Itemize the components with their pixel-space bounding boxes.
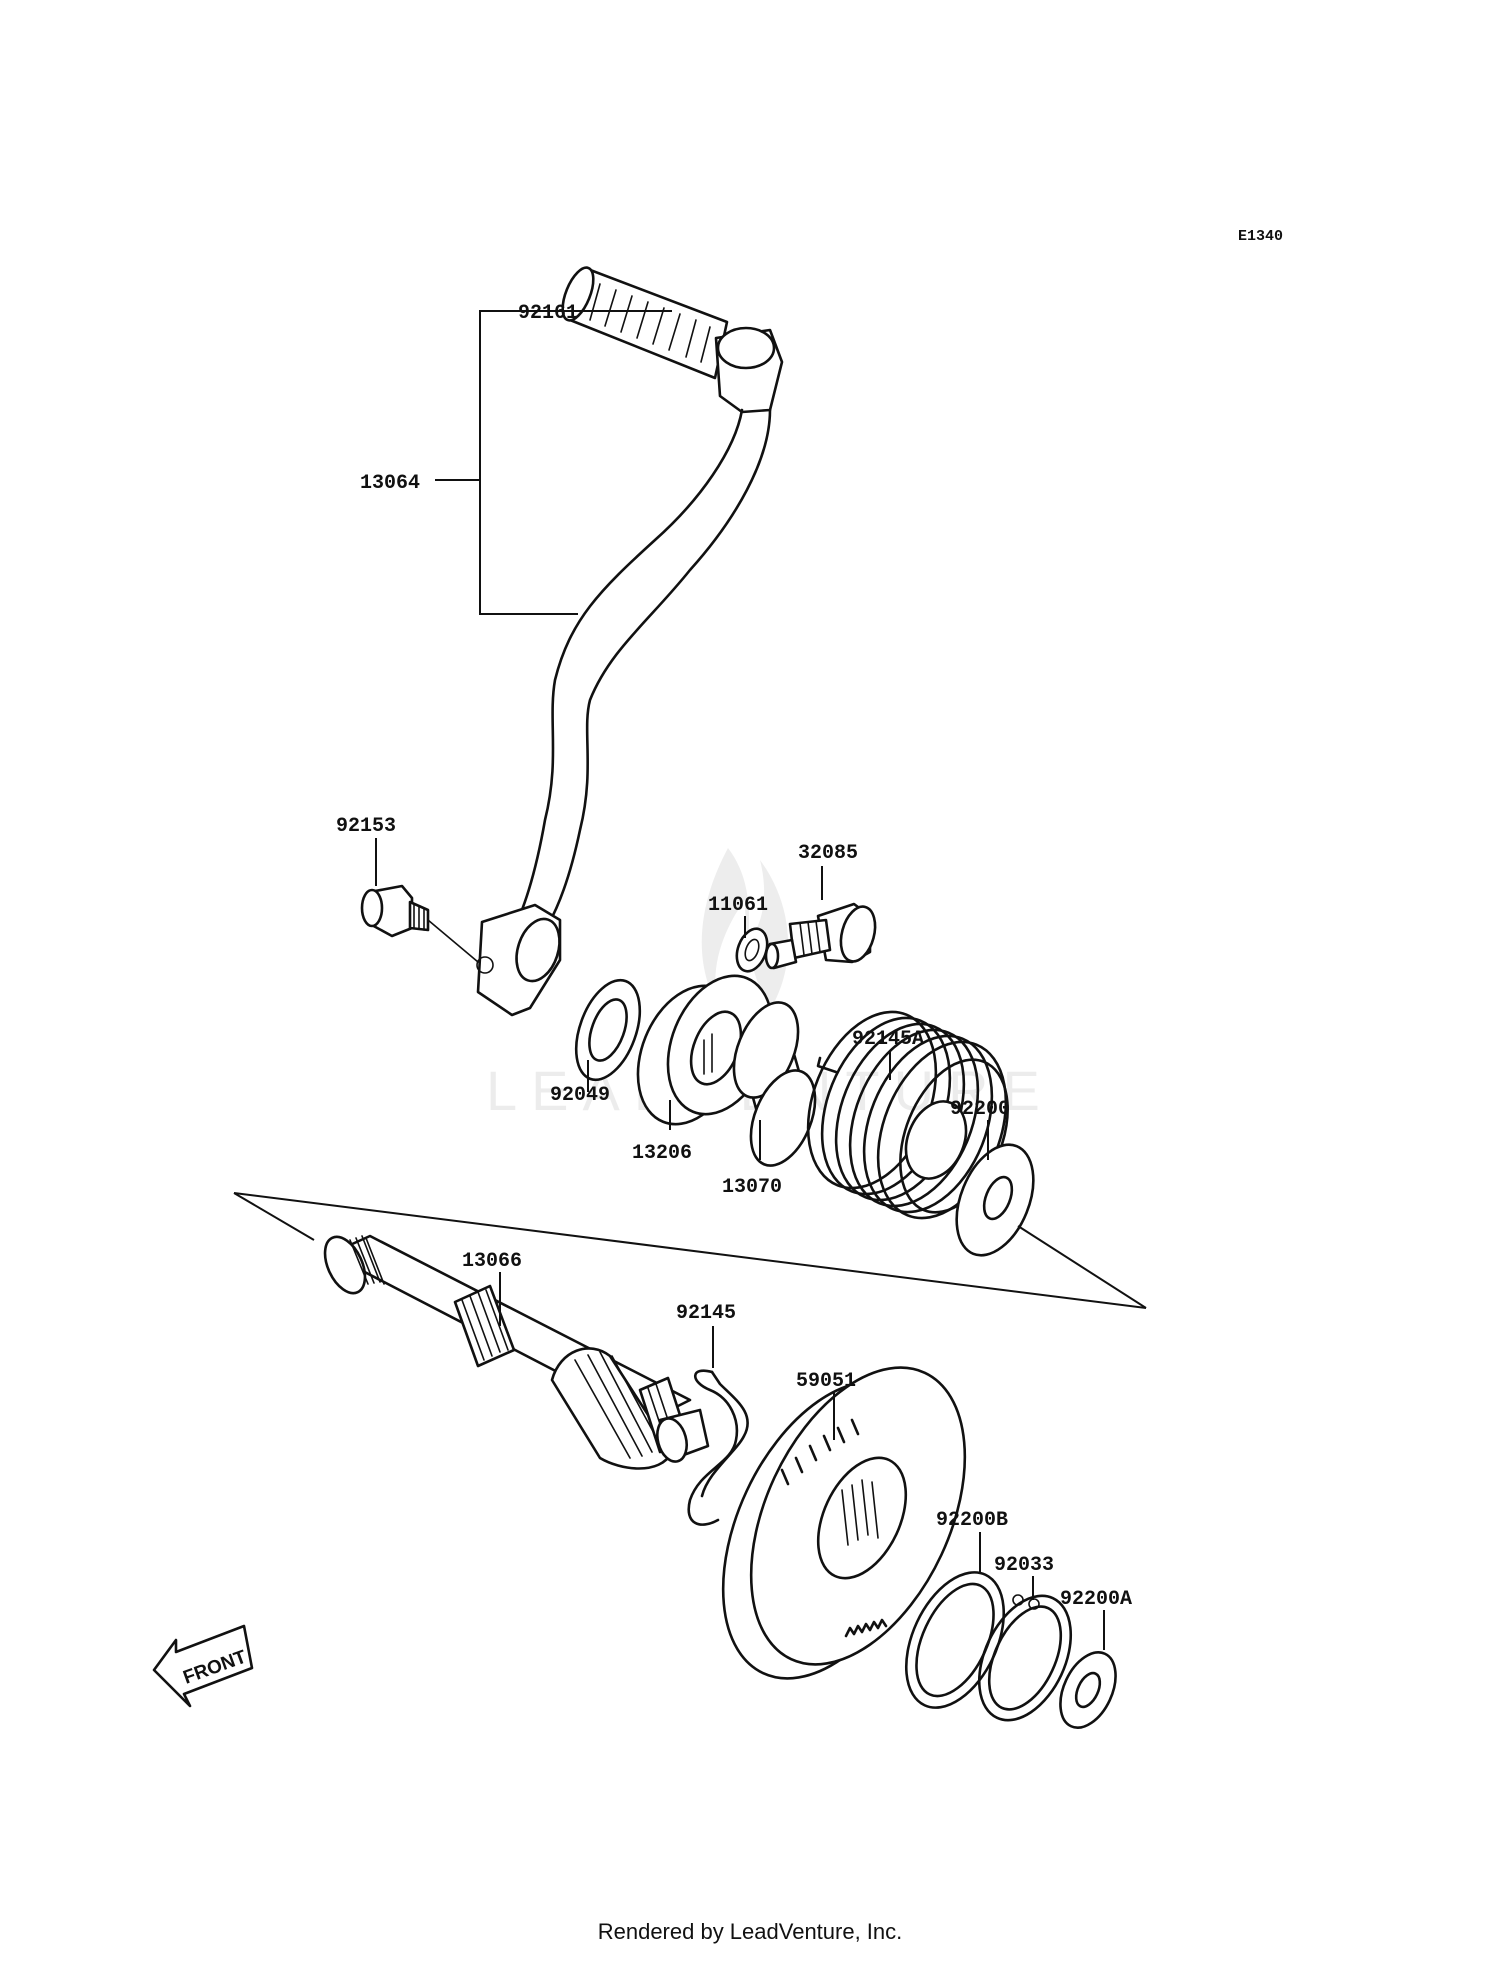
stop-bolt-illustration — [764, 902, 877, 970]
label-92049[interactable]: 92049 — [550, 1084, 610, 1107]
label-92200B[interactable]: 92200B — [936, 1509, 1008, 1532]
watermark-logo-icon — [701, 848, 789, 1010]
oil-seal-illustration — [574, 978, 642, 1082]
label-32085[interactable]: 32085 — [798, 842, 858, 865]
end-washer-illustration — [1059, 1651, 1117, 1729]
label-11061[interactable]: 11061 — [708, 894, 768, 917]
front-direction-arrow: FRONT — [152, 1624, 254, 1708]
pedal-assembly-bracket — [479, 310, 605, 615]
label-59051[interactable]: 59051 — [796, 1370, 856, 1393]
footer-credit: Rendered by LeadVenture, Inc. — [597, 1919, 903, 1944]
diagram-code: E1340 — [1238, 228, 1283, 245]
label-92145A[interactable]: 92145A — [852, 1028, 924, 1051]
spring-washer-illustration — [955, 1143, 1035, 1257]
assembly-guide-lines — [233, 1192, 1147, 1309]
circlip-illustration — [977, 1594, 1073, 1722]
label-13066[interactable]: 13066 — [462, 1250, 522, 1273]
kick-pedal-illustration — [360, 266, 784, 1017]
part-labels: 92161 13064 92153 32085 11061 92145A 922… — [336, 302, 1132, 1611]
label-92153[interactable]: 92153 — [336, 815, 396, 838]
label-13070[interactable]: 13070 — [722, 1176, 782, 1199]
label-92200A[interactable]: 92200A — [1060, 1588, 1132, 1611]
label-92161[interactable]: 92161 — [518, 302, 578, 325]
pedal-rubber-grip — [561, 266, 729, 380]
leader-lines — [375, 838, 1105, 1650]
collar-illustration — [732, 1001, 817, 1167]
front-arrow-icon — [152, 1624, 254, 1708]
label-92033[interactable]: 92033 — [994, 1554, 1054, 1577]
label-13064[interactable]: 13064 — [360, 472, 420, 495]
pedal-bolt-illustration — [360, 884, 479, 963]
label-92145[interactable]: 92145 — [676, 1302, 736, 1325]
kick-gear-illustration — [721, 1366, 967, 1680]
label-13206[interactable]: 13206 — [632, 1142, 692, 1165]
ratchet-spring-illustration — [687, 1369, 749, 1526]
label-92200[interactable]: 92200 — [950, 1098, 1010, 1121]
kick-shaft-illustration — [323, 1234, 710, 1470]
